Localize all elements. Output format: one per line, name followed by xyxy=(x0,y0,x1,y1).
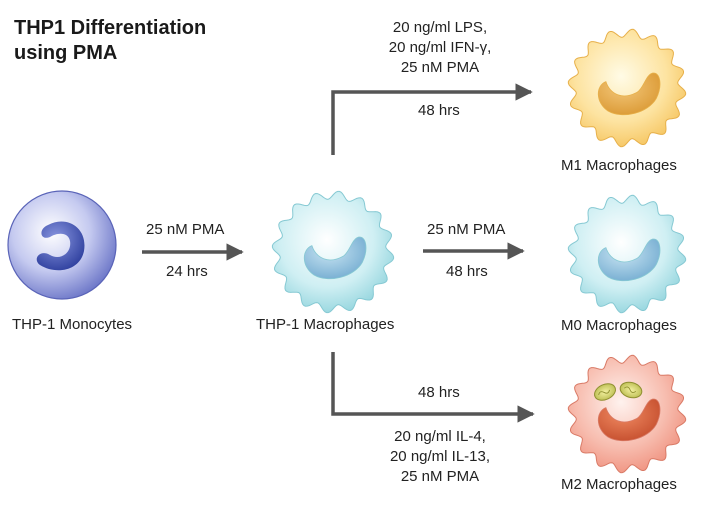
pma-label-1: 25 nM PMA xyxy=(146,221,225,238)
m2-cell-body xyxy=(567,354,687,474)
m2-cell-nucleus xyxy=(597,398,661,442)
m2-condition-pma: 25 nM PMA xyxy=(400,468,480,485)
monocyte-label: THP-1 Monocytes xyxy=(12,316,133,333)
title-line-1: THP1 Differentiation xyxy=(14,17,207,39)
m0-label: M0 Macrophages xyxy=(561,317,677,334)
m1-conditions: 20 ng/ml LPS, 20 ng/ml IFN-γ, 25 nM PMA xyxy=(360,18,520,78)
m2-conditions: 20 ng/ml IL-4, 20 ng/ml IL-13, 25 nM PMA xyxy=(360,427,520,487)
diagram-title: THP1 Differentiation using PMA xyxy=(14,16,206,66)
m0-pma-label: 25 nM PMA xyxy=(427,221,506,238)
m2-granule-detail xyxy=(598,389,610,396)
time-label-1: 24 hrs xyxy=(166,263,208,280)
m2-granule-detail xyxy=(623,386,637,393)
m1-label: M1 Macrophages xyxy=(561,157,677,174)
m2-condition-il4: 20 ng/ml IL-4, xyxy=(394,428,486,445)
monocyte-cell xyxy=(7,190,117,300)
arrow-macrophage-to-m2 xyxy=(331,352,535,423)
macrophage-cell xyxy=(271,190,395,314)
m1-cell-nucleus xyxy=(597,72,661,116)
m2-condition-il13: 20 ng/ml IL-13, xyxy=(389,448,491,465)
m1-time-label: 48 hrs xyxy=(418,102,460,119)
m0-cell-body xyxy=(567,194,687,314)
m0-cell xyxy=(567,194,687,314)
monocyte-body xyxy=(7,190,117,300)
macrophage-cell-body xyxy=(271,190,395,314)
m1-condition-ifn: 20 ng/ml IFN-γ, xyxy=(388,39,492,56)
m2-cell xyxy=(567,354,687,474)
macrophage-label: THP-1 Macrophages xyxy=(256,316,395,333)
m1-cell xyxy=(567,28,687,148)
m1-condition-pma: 25 nM PMA xyxy=(400,59,480,76)
m1-cell-body xyxy=(567,28,687,148)
title-line-2: using PMA xyxy=(14,42,118,64)
arrow-macrophage-to-m1 xyxy=(331,83,533,155)
m2-time-label: 48 hrs xyxy=(418,384,460,401)
m1-condition-lps: 20 ng/ml LPS, xyxy=(392,19,488,36)
m2-label: M2 Macrophages xyxy=(561,476,677,493)
monocyte-nucleus xyxy=(36,221,85,271)
m0-time-label: 48 hrs xyxy=(446,263,488,280)
m2-granule xyxy=(594,383,616,401)
m0-cell-nucleus xyxy=(597,238,661,282)
m2-granule xyxy=(619,381,643,399)
macrophage-cell-nucleus xyxy=(303,236,367,280)
